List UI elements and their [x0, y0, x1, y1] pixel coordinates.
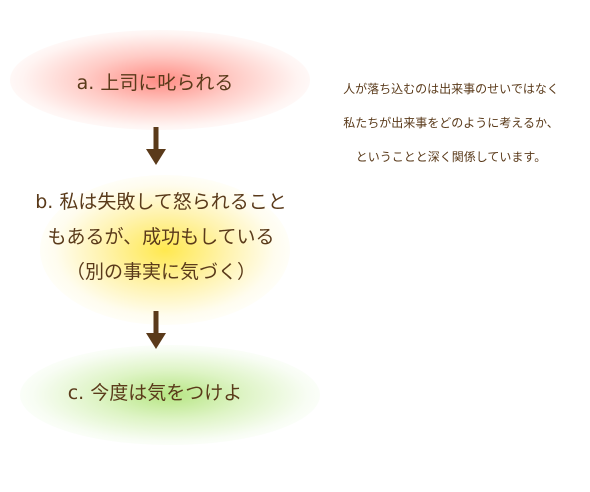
- down-arrow-icon: [146, 127, 166, 165]
- down-arrow-icon: [146, 311, 166, 349]
- note-line-3: ということと深く関係しています。: [355, 150, 547, 164]
- step-b-line-1: b. 私は失敗して怒られること: [35, 191, 287, 213]
- note-line-2: 私たちが出来事をどのように考えるか、: [343, 116, 559, 130]
- step-b-text: b. 私は失敗して怒られること もあるが、成功もしている （別の事実に気づく）: [0, 185, 322, 290]
- step-b-line-2: もあるが、成功もしている: [47, 226, 275, 248]
- step-b-line-3: （別の事実に気づく）: [65, 261, 256, 283]
- explanation-note: 人が落ち込むのは出来事のせいではなく 私たちが出来事をどのように考えるか、 とい…: [312, 72, 590, 174]
- step-a-text: a. 上司に叱られる: [76, 72, 234, 94]
- step-c-text: c. 今度は気をつけよ: [67, 382, 243, 404]
- note-line-1: 人が落ち込むのは出来事のせいではなく: [343, 82, 559, 96]
